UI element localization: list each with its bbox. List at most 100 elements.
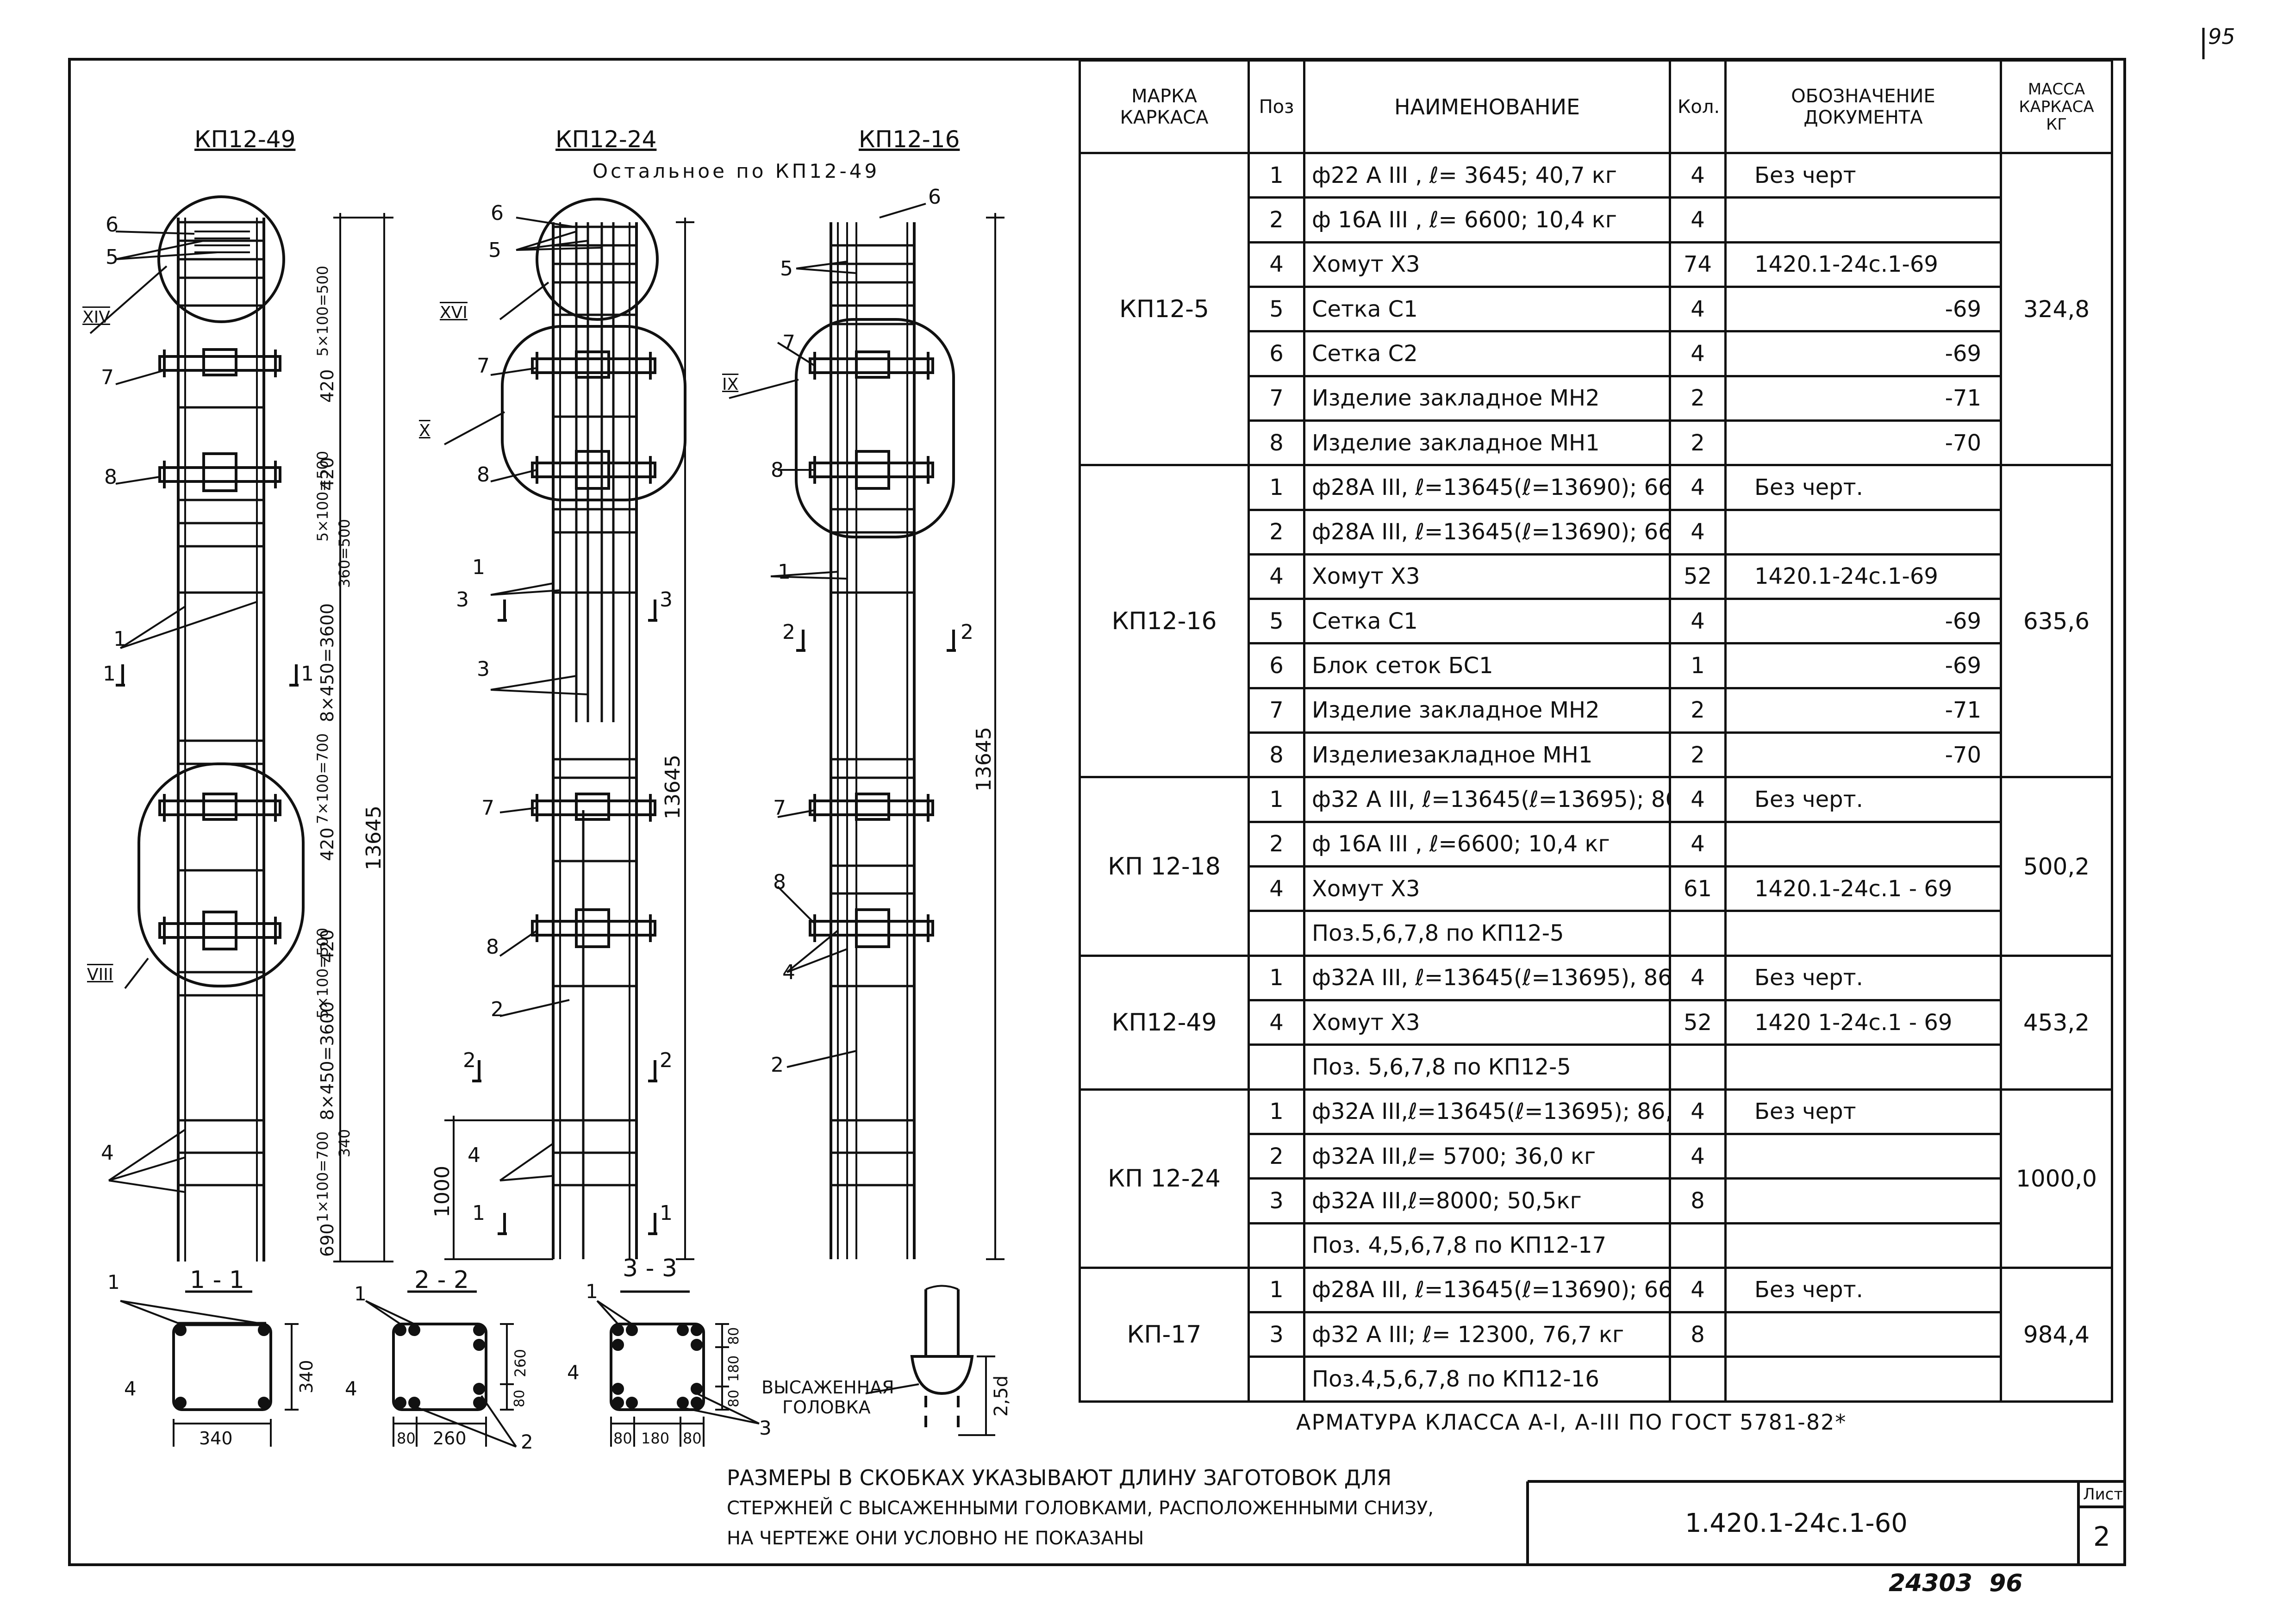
section-mark-viii: VIII (87, 965, 113, 984)
section-title-1-1: 1 - 1 (190, 1266, 244, 1294)
dim-1: 420 (317, 369, 337, 403)
cell-name: Изделиезакладное МН1 (1303, 731, 1671, 779)
section-label-2: 2 (521, 1430, 533, 1453)
section-dim-260-side: 260 (512, 1349, 529, 1377)
cell-qty: 4 (1669, 1088, 1727, 1135)
cell-name: ф 16А III , ℓ=6600; 10,4 кг (1303, 820, 1671, 868)
drawing-title-kp12-16: КП12-16 (859, 126, 960, 153)
cell-doc: Без черт (1724, 151, 2002, 199)
table-row: Поз. 5,6,7,8 по КП12-5 (1080, 1043, 2112, 1091)
drawing-title-kp12-24: КП12-24 (555, 126, 657, 153)
cell-name: ф32А III,ℓ= 5700; 36,0 кг (1303, 1132, 1671, 1180)
callout-7: 7 (773, 796, 786, 820)
section-2-2-lines (365, 1290, 517, 1448)
upset-head-lines (865, 1285, 995, 1436)
dim-10: 8×450=3600 (317, 1001, 337, 1120)
header-mass: Масса каркаса кг (2000, 59, 2113, 154)
header-pos: Поз (1248, 59, 1305, 154)
section-title-3-3: 3 - 3 (623, 1255, 677, 1282)
cell-doc: -70 (1724, 419, 2002, 467)
cell-qty: 4 (1669, 464, 1727, 511)
cell-pos: 1 (1248, 151, 1305, 199)
cell-doc: Без черт (1724, 1088, 2002, 1135)
cut-1-left: 1 (103, 662, 116, 686)
note-line-1: Размеры в скобках указывают длину загото… (727, 1465, 1392, 1490)
callout-8: 8 (486, 935, 499, 959)
cell-name: Хомут Х3 (1303, 999, 1671, 1046)
cell-name: Сетка С1 (1303, 285, 1671, 333)
cell-doc: -69 (1724, 285, 2002, 333)
section-title-2-2: 2 - 2 (414, 1266, 469, 1294)
cell-doc: -71 (1724, 375, 2002, 422)
cell-doc: -69 (1724, 598, 2002, 645)
cell-mass: 500,2 (2000, 776, 2113, 957)
callout-5: 5 (780, 257, 793, 281)
cell-qty: 2 (1669, 687, 1727, 734)
callout-2: 2 (771, 1053, 784, 1077)
cell-name: Изделие закладное МН2 (1303, 687, 1671, 734)
cell-qty: 4 (1669, 598, 1727, 645)
cell-name: Хомут Х3 (1303, 241, 1671, 288)
cell-doc: 1420.1-24с.1-69 (1724, 241, 2002, 288)
section-dim-side-a: 80 (726, 1327, 742, 1345)
callout-8: 8 (104, 465, 117, 489)
callout-4: 4 (782, 961, 795, 984)
cell-name: ф32 А III, ℓ=13645(ℓ=13695); 86,5кг (1303, 776, 1671, 823)
cut-2-right: 2 (961, 620, 973, 644)
callout-4: 4 (101, 1141, 114, 1165)
cut-3-right: 3 (660, 588, 673, 612)
cell-pos (1248, 1355, 1305, 1403)
cell-mark: КП12-49 (1079, 954, 1250, 1091)
overall-dim-kp12-24: 13645 (661, 755, 685, 819)
section-dim-side-c: 80 (726, 1389, 742, 1407)
dim-3: 5×100=500 (314, 450, 331, 542)
callout-8: 8 (477, 463, 490, 487)
cell-qty (1669, 1043, 1727, 1091)
cell-pos: 3 (1248, 1311, 1305, 1358)
cut-1-right: 1 (660, 1201, 673, 1225)
section-dim-80: 80 (397, 1430, 416, 1447)
cell-doc (1724, 1132, 2002, 1180)
callout-6: 6 (491, 201, 504, 225)
dim-11: 340 (336, 1129, 353, 1157)
section-label-1: 1 (354, 1282, 367, 1305)
callout-6: 6 (928, 185, 941, 209)
cell-pos: 6 (1248, 642, 1305, 689)
cell-mark: КП-17 (1079, 1266, 1250, 1403)
cell-name: Блок сеток БС1 (1303, 642, 1671, 689)
cell-qty: 52 (1669, 553, 1727, 600)
section-label-4: 4 (345, 1377, 357, 1400)
cell-name: ф28А III, ℓ=13645(ℓ=13690); 66,2кг (1303, 508, 1671, 556)
dim-7: 420 (317, 827, 337, 861)
dim-4: 360=500 (336, 519, 353, 588)
cell-doc (1724, 1355, 2002, 1403)
cell-name: ф32 А III; ℓ= 12300, 76,7 кг (1303, 1311, 1671, 1358)
cell-name: Сетка С2 (1303, 330, 1671, 377)
cell-qty (1669, 910, 1727, 957)
cell-pos: 2 (1248, 196, 1305, 244)
note-line-2: стержней с высаженными головками, распол… (727, 1498, 1434, 1519)
cell-pos: 8 (1248, 731, 1305, 779)
cut-2-left: 2 (463, 1049, 476, 1072)
dim-12: 1×100=700 (314, 1131, 331, 1222)
cell-pos: 5 (1248, 285, 1305, 333)
cell-doc (1724, 508, 2002, 556)
callout-7: 7 (477, 354, 490, 378)
column-kp12-24-lines (444, 198, 694, 1260)
cell-pos: 2 (1248, 820, 1305, 868)
cell-pos: 7 (1248, 375, 1305, 422)
stamp-sheet-number: 2 (2093, 1521, 2110, 1552)
